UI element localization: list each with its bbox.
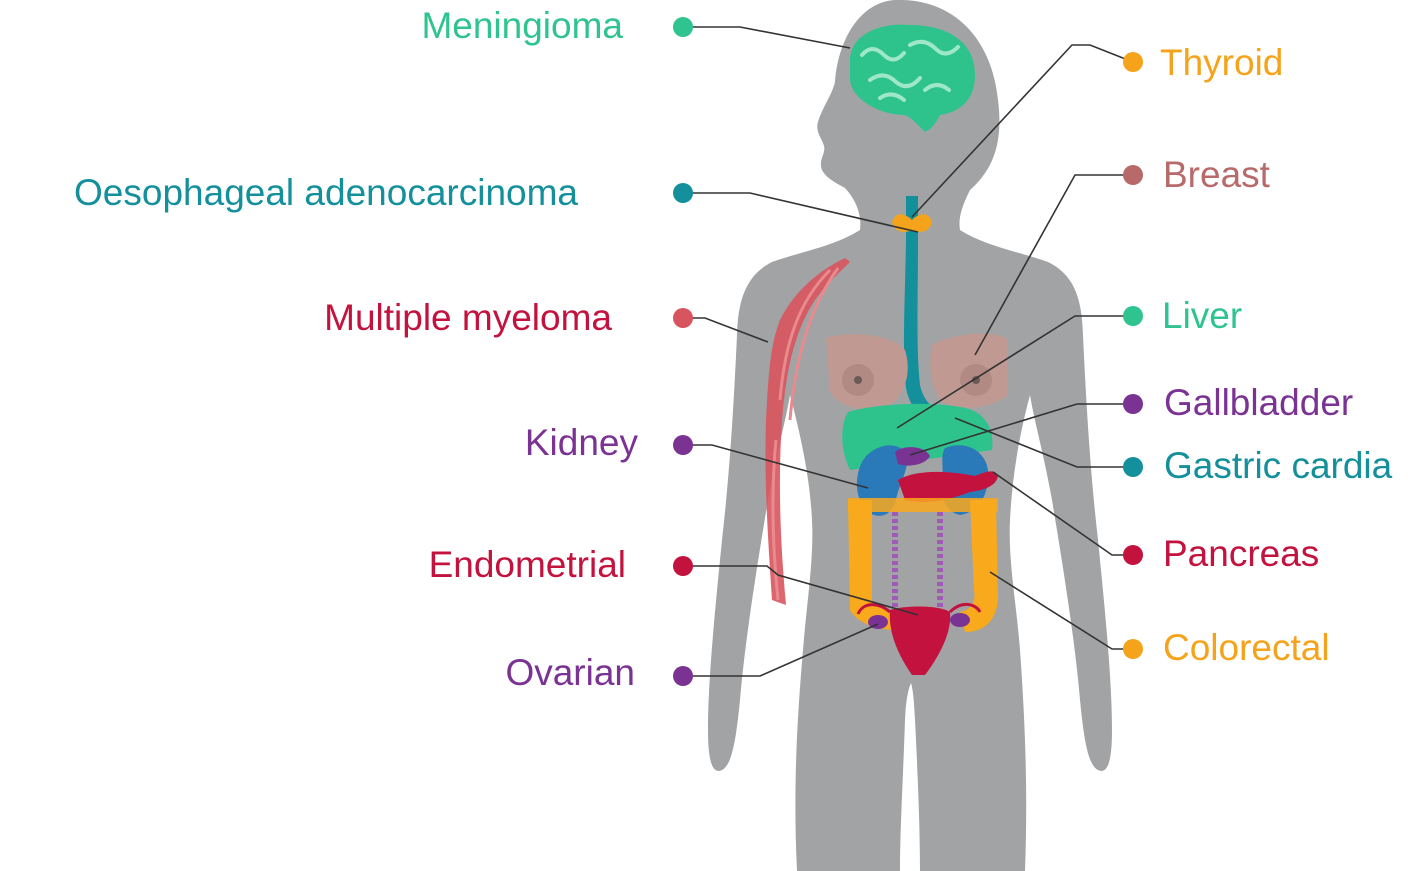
- label-pancreas: Pancreas: [1163, 533, 1319, 574]
- label-ovarian: Ovarian: [505, 652, 635, 693]
- label-thyroid: Thyroid: [1160, 42, 1283, 83]
- label-oesophageal: Oesophageal adenocarcinoma: [74, 172, 578, 213]
- dot-gastric: [1123, 457, 1143, 477]
- dot-thyroid: [1123, 52, 1143, 72]
- dot-pancreas: [1123, 545, 1143, 565]
- label-myeloma: Multiple myeloma: [324, 297, 612, 338]
- dot-gallbladder: [1123, 394, 1143, 414]
- dot-kidney: [673, 435, 693, 455]
- label-gastric: Gastric cardia: [1164, 445, 1393, 486]
- label-endometrial: Endometrial: [429, 544, 626, 585]
- label-colorectal: Colorectal: [1163, 627, 1330, 668]
- dot-liver: [1123, 306, 1143, 326]
- dot-myeloma: [673, 308, 693, 328]
- dot-breast: [1123, 165, 1143, 185]
- dot-ovarian: [673, 666, 693, 686]
- label-kidney: Kidney: [525, 422, 639, 463]
- label-gallbladder: Gallbladder: [1164, 382, 1353, 423]
- label-liver: Liver: [1162, 295, 1242, 336]
- label-meningioma: Meningioma: [421, 5, 623, 46]
- dot-colorectal: [1123, 639, 1143, 659]
- leader-line-meningioma: [683, 27, 850, 48]
- label-breast: Breast: [1163, 154, 1271, 195]
- dot-meningioma: [673, 17, 693, 37]
- dot-oesophageal: [673, 183, 693, 203]
- dot-endometrial: [673, 556, 693, 576]
